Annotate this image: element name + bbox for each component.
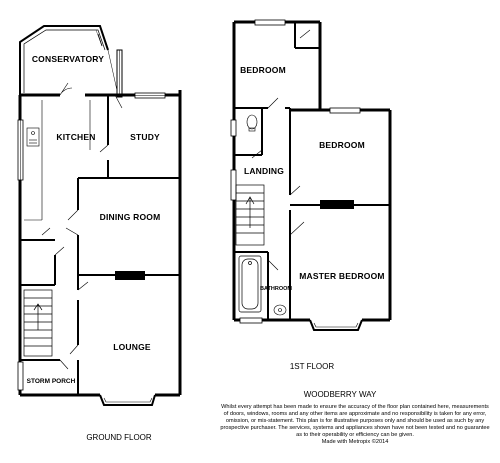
first-floor-door-swings bbox=[251, 29, 311, 271]
chimney-breast bbox=[115, 271, 145, 280]
room-label-study: STUDY bbox=[130, 132, 160, 142]
room-label-bedroom: BEDROOM bbox=[319, 140, 365, 150]
room-label-dining-room: DINING ROOM bbox=[100, 212, 161, 222]
disclaimer-line-2: of doors, windows, rooms and any other i… bbox=[224, 411, 487, 417]
bedroom-2-window bbox=[329, 107, 361, 114]
porch-window bbox=[17, 361, 24, 391]
ground-floor-staircase bbox=[23, 289, 53, 357]
room-label-lounge: LOUNGE bbox=[113, 342, 151, 352]
ground-floor-interior-walls bbox=[20, 95, 180, 395]
first-floor-caption: 1ST FLOOR bbox=[290, 362, 335, 371]
room-label-bedroom-small: BEDROOM bbox=[240, 65, 286, 75]
room-label-conservatory: CONSERVATORY bbox=[32, 54, 104, 64]
conservatory-walls bbox=[19, 25, 123, 98]
room-label-storm-porch: STORM PORCH bbox=[27, 378, 76, 385]
kitchen-window bbox=[17, 119, 24, 181]
sink-icon bbox=[26, 127, 40, 147]
toilet-icon bbox=[246, 114, 258, 132]
disclaimer-line-6: Made with Metropix ©2014 bbox=[322, 438, 389, 445]
ground-floor-door-swings bbox=[41, 82, 123, 370]
disclaimer-line-5: as to their operability or efficiency ca… bbox=[296, 432, 414, 438]
room-label-landing: LANDING bbox=[244, 166, 284, 176]
chimney-breast-upper bbox=[320, 200, 354, 209]
study-window bbox=[134, 92, 166, 99]
room-label-bathroom: BATHROOM bbox=[260, 286, 292, 292]
bedroom-window bbox=[254, 19, 286, 26]
address-title: WOODBERRY WAY bbox=[304, 390, 377, 399]
disclaimer-line-3: omission, or mis-statement. This plan is… bbox=[226, 418, 484, 424]
first-floor-plan bbox=[230, 19, 392, 331]
ground-floor-caption: GROUND FLOOR bbox=[86, 433, 152, 442]
room-label-kitchen: KITCHEN bbox=[56, 132, 95, 142]
master-bay-window bbox=[309, 319, 363, 331]
disclaimer-line-1: Whilst every attempt has been made to en… bbox=[221, 404, 489, 410]
basin-icon bbox=[273, 304, 287, 316]
first-floor-staircase bbox=[235, 184, 265, 246]
lounge-bay-window bbox=[99, 394, 156, 406]
kitchen-counter bbox=[24, 100, 91, 221]
bath-icon bbox=[238, 255, 262, 313]
ground-floor-plan bbox=[17, 25, 182, 406]
disclaimer-line-4: prospective purchaser. The services, sys… bbox=[220, 425, 489, 431]
room-label-master-bedroom: MASTER BEDROOM bbox=[299, 271, 384, 281]
